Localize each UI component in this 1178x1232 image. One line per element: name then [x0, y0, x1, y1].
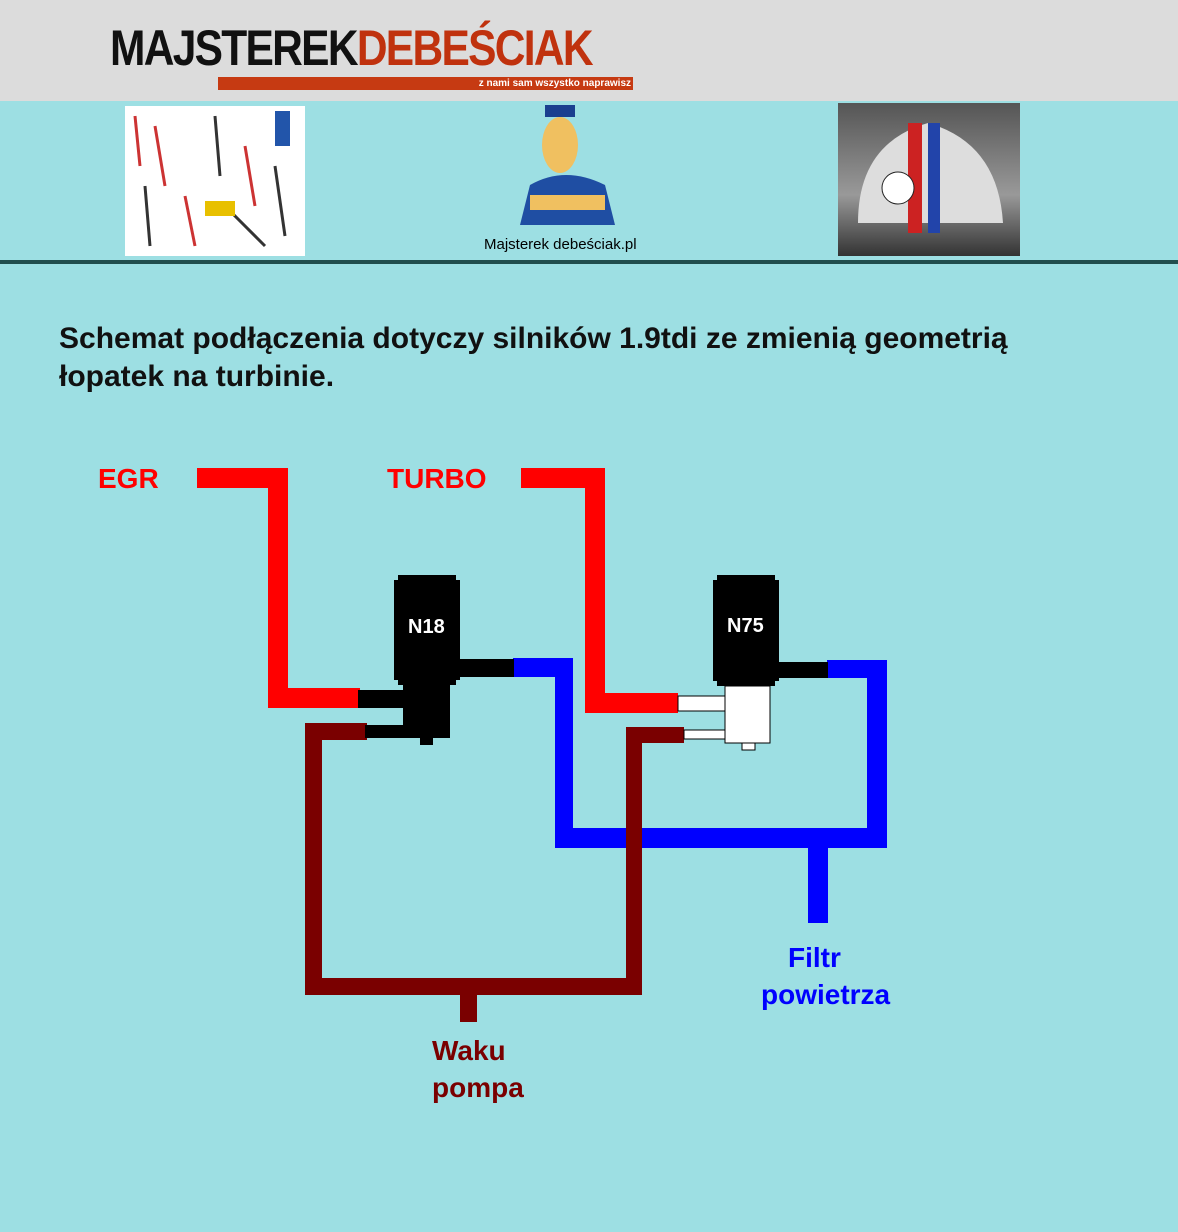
vacuum-label-1: Waku [432, 1035, 506, 1066]
egr-label: EGR [98, 463, 159, 494]
tools-image [125, 106, 305, 256]
n18-label: N18 [408, 616, 445, 638]
logo-text-2: DEBEŚCIAK [356, 20, 594, 76]
n75-label: N75 [727, 615, 764, 637]
mechanic-mascot-image [515, 105, 620, 225]
logo-text: MAJSTEREKDEBEŚCIAK [110, 20, 594, 76]
n18-valve: N18 [358, 575, 514, 745]
air-filter-pipe [513, 658, 887, 923]
site-caption[interactable]: Majsterek debeściak.pl [484, 236, 637, 253]
turbo-pipe [521, 468, 678, 713]
logo-bar [218, 77, 633, 90]
filter-label-2: powietrza [761, 979, 891, 1010]
turbo-label: TURBO [387, 463, 487, 494]
logo-text-1: MAJSTEREK [110, 20, 359, 76]
header-divider [0, 260, 1178, 264]
page-title: Schemat podłączenia dotyczy silników 1.9… [59, 322, 1008, 393]
filter-label-1: Filtr [788, 942, 841, 973]
logo-tagline: z nami sam wszystko naprawisz [478, 78, 631, 89]
n75-valve: N75 [677, 575, 828, 751]
vacuum-pump-pipe [305, 723, 684, 1022]
car-image [838, 103, 1020, 256]
egr-pipe [197, 468, 360, 708]
site-logo[interactable]: MAJSTEREKDEBEŚCIAK z nami sam wszystko n… [110, 22, 635, 94]
vacuum-label-2: pompa [432, 1072, 524, 1103]
